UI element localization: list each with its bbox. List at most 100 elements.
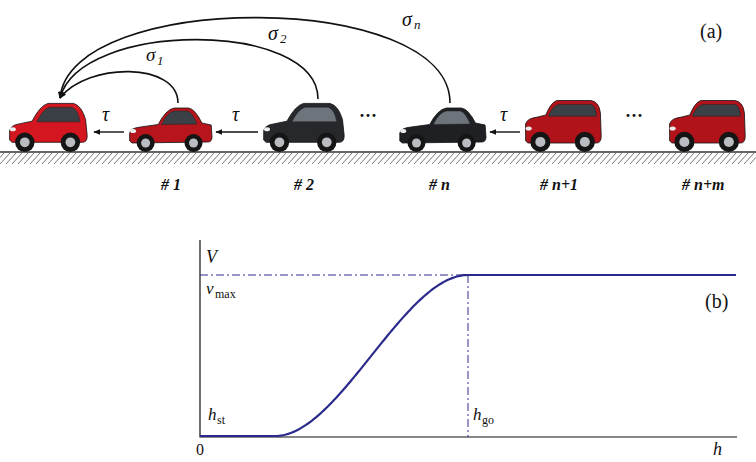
delay-arrow xyxy=(94,131,124,132)
wheel-hub xyxy=(141,139,150,148)
road-hatch xyxy=(378,153,388,164)
road-hatch xyxy=(324,153,334,164)
road-hatch xyxy=(114,153,124,164)
road-hatch xyxy=(138,153,148,164)
road-hatch xyxy=(24,153,34,164)
road-hatch xyxy=(18,153,28,164)
delay-label: τ xyxy=(500,103,507,126)
road-hatch xyxy=(258,153,268,164)
road-hatch xyxy=(132,153,142,164)
road-hatch xyxy=(36,153,46,164)
road-hatch xyxy=(210,153,220,164)
axis-label: v xyxy=(206,279,214,299)
road-hatch xyxy=(60,153,70,164)
road-hatch xyxy=(678,153,688,164)
road-hatch xyxy=(426,153,436,164)
car xyxy=(400,108,486,152)
road-hatch xyxy=(288,153,298,164)
road-hatch xyxy=(504,153,514,164)
car-window xyxy=(162,111,197,125)
car-number: # 2 xyxy=(294,176,314,194)
wheel-hub xyxy=(580,137,590,147)
road-hatch xyxy=(684,153,694,164)
road-hatch xyxy=(654,153,664,164)
road-hatch xyxy=(624,153,634,164)
headlight xyxy=(130,129,136,133)
road-hatch xyxy=(618,153,628,164)
wheel xyxy=(458,134,476,152)
wheel xyxy=(270,133,289,152)
road-hatch xyxy=(408,153,418,164)
road-hatch xyxy=(534,153,544,164)
road-hatch xyxy=(750,153,756,164)
coupling-label: σ xyxy=(402,8,412,31)
car-number: # 1 xyxy=(161,176,181,194)
road-hatch xyxy=(54,153,64,164)
car-window xyxy=(433,111,470,125)
road-hatch xyxy=(420,153,430,164)
wheel-hub xyxy=(275,137,285,147)
headlight xyxy=(10,127,16,131)
road-hatch xyxy=(582,153,592,164)
road-hatch xyxy=(48,153,58,164)
road-hatch xyxy=(510,153,520,164)
wheel xyxy=(137,134,155,152)
road-hatch xyxy=(204,153,214,164)
road-hatch xyxy=(234,153,244,164)
road-hatch xyxy=(90,153,100,164)
road-hatch xyxy=(198,153,208,164)
road-hatch xyxy=(612,153,622,164)
road-hatch xyxy=(126,153,136,164)
road-hatch xyxy=(222,153,232,164)
wheel xyxy=(674,132,694,152)
road-hatch xyxy=(336,153,346,164)
wheel-hub xyxy=(724,137,734,147)
wheel-hub xyxy=(412,139,421,148)
headlight xyxy=(526,126,532,130)
road-hatch xyxy=(264,153,274,164)
wheel-hub xyxy=(322,137,332,147)
vmax-guide xyxy=(200,275,468,276)
headlight xyxy=(670,126,676,130)
panel-label: (a) xyxy=(700,20,722,43)
headlight xyxy=(264,127,270,131)
road-hatch xyxy=(492,153,502,164)
road-hatch xyxy=(186,153,196,164)
axis-tick: 0 xyxy=(196,441,204,459)
road-hatch xyxy=(390,153,400,164)
road-hatch xyxy=(480,153,490,164)
road-hatch xyxy=(522,153,532,164)
road-hatch xyxy=(570,153,580,164)
road-hatch xyxy=(594,153,604,164)
road-hatch xyxy=(96,153,106,164)
wheel xyxy=(61,133,80,152)
road-hatch xyxy=(606,153,616,164)
wheel-hub xyxy=(535,137,545,147)
car xyxy=(526,101,602,153)
road-hatch xyxy=(84,153,94,164)
road-hatch xyxy=(228,153,238,164)
road-hatch xyxy=(300,153,310,164)
road-hatch xyxy=(120,153,130,164)
cars xyxy=(10,101,746,153)
car-window xyxy=(548,104,596,116)
road-hatch xyxy=(144,153,154,164)
road-hatch xyxy=(318,153,328,164)
road-hatch xyxy=(708,153,718,164)
road-hatch xyxy=(636,153,646,164)
axis-label: h xyxy=(208,405,217,425)
road-hatch xyxy=(660,153,670,164)
delay-arrow xyxy=(490,131,520,132)
coupling-label: σ xyxy=(268,22,278,45)
road-hatch xyxy=(360,153,370,164)
road-hatch xyxy=(666,153,676,164)
road-hatch xyxy=(270,153,280,164)
road-hatch xyxy=(156,153,166,164)
headlight xyxy=(400,129,406,133)
wheel xyxy=(317,133,336,152)
ellipsis: ··· xyxy=(625,106,643,127)
road-hatch xyxy=(438,153,448,164)
road-hatch xyxy=(462,153,472,164)
